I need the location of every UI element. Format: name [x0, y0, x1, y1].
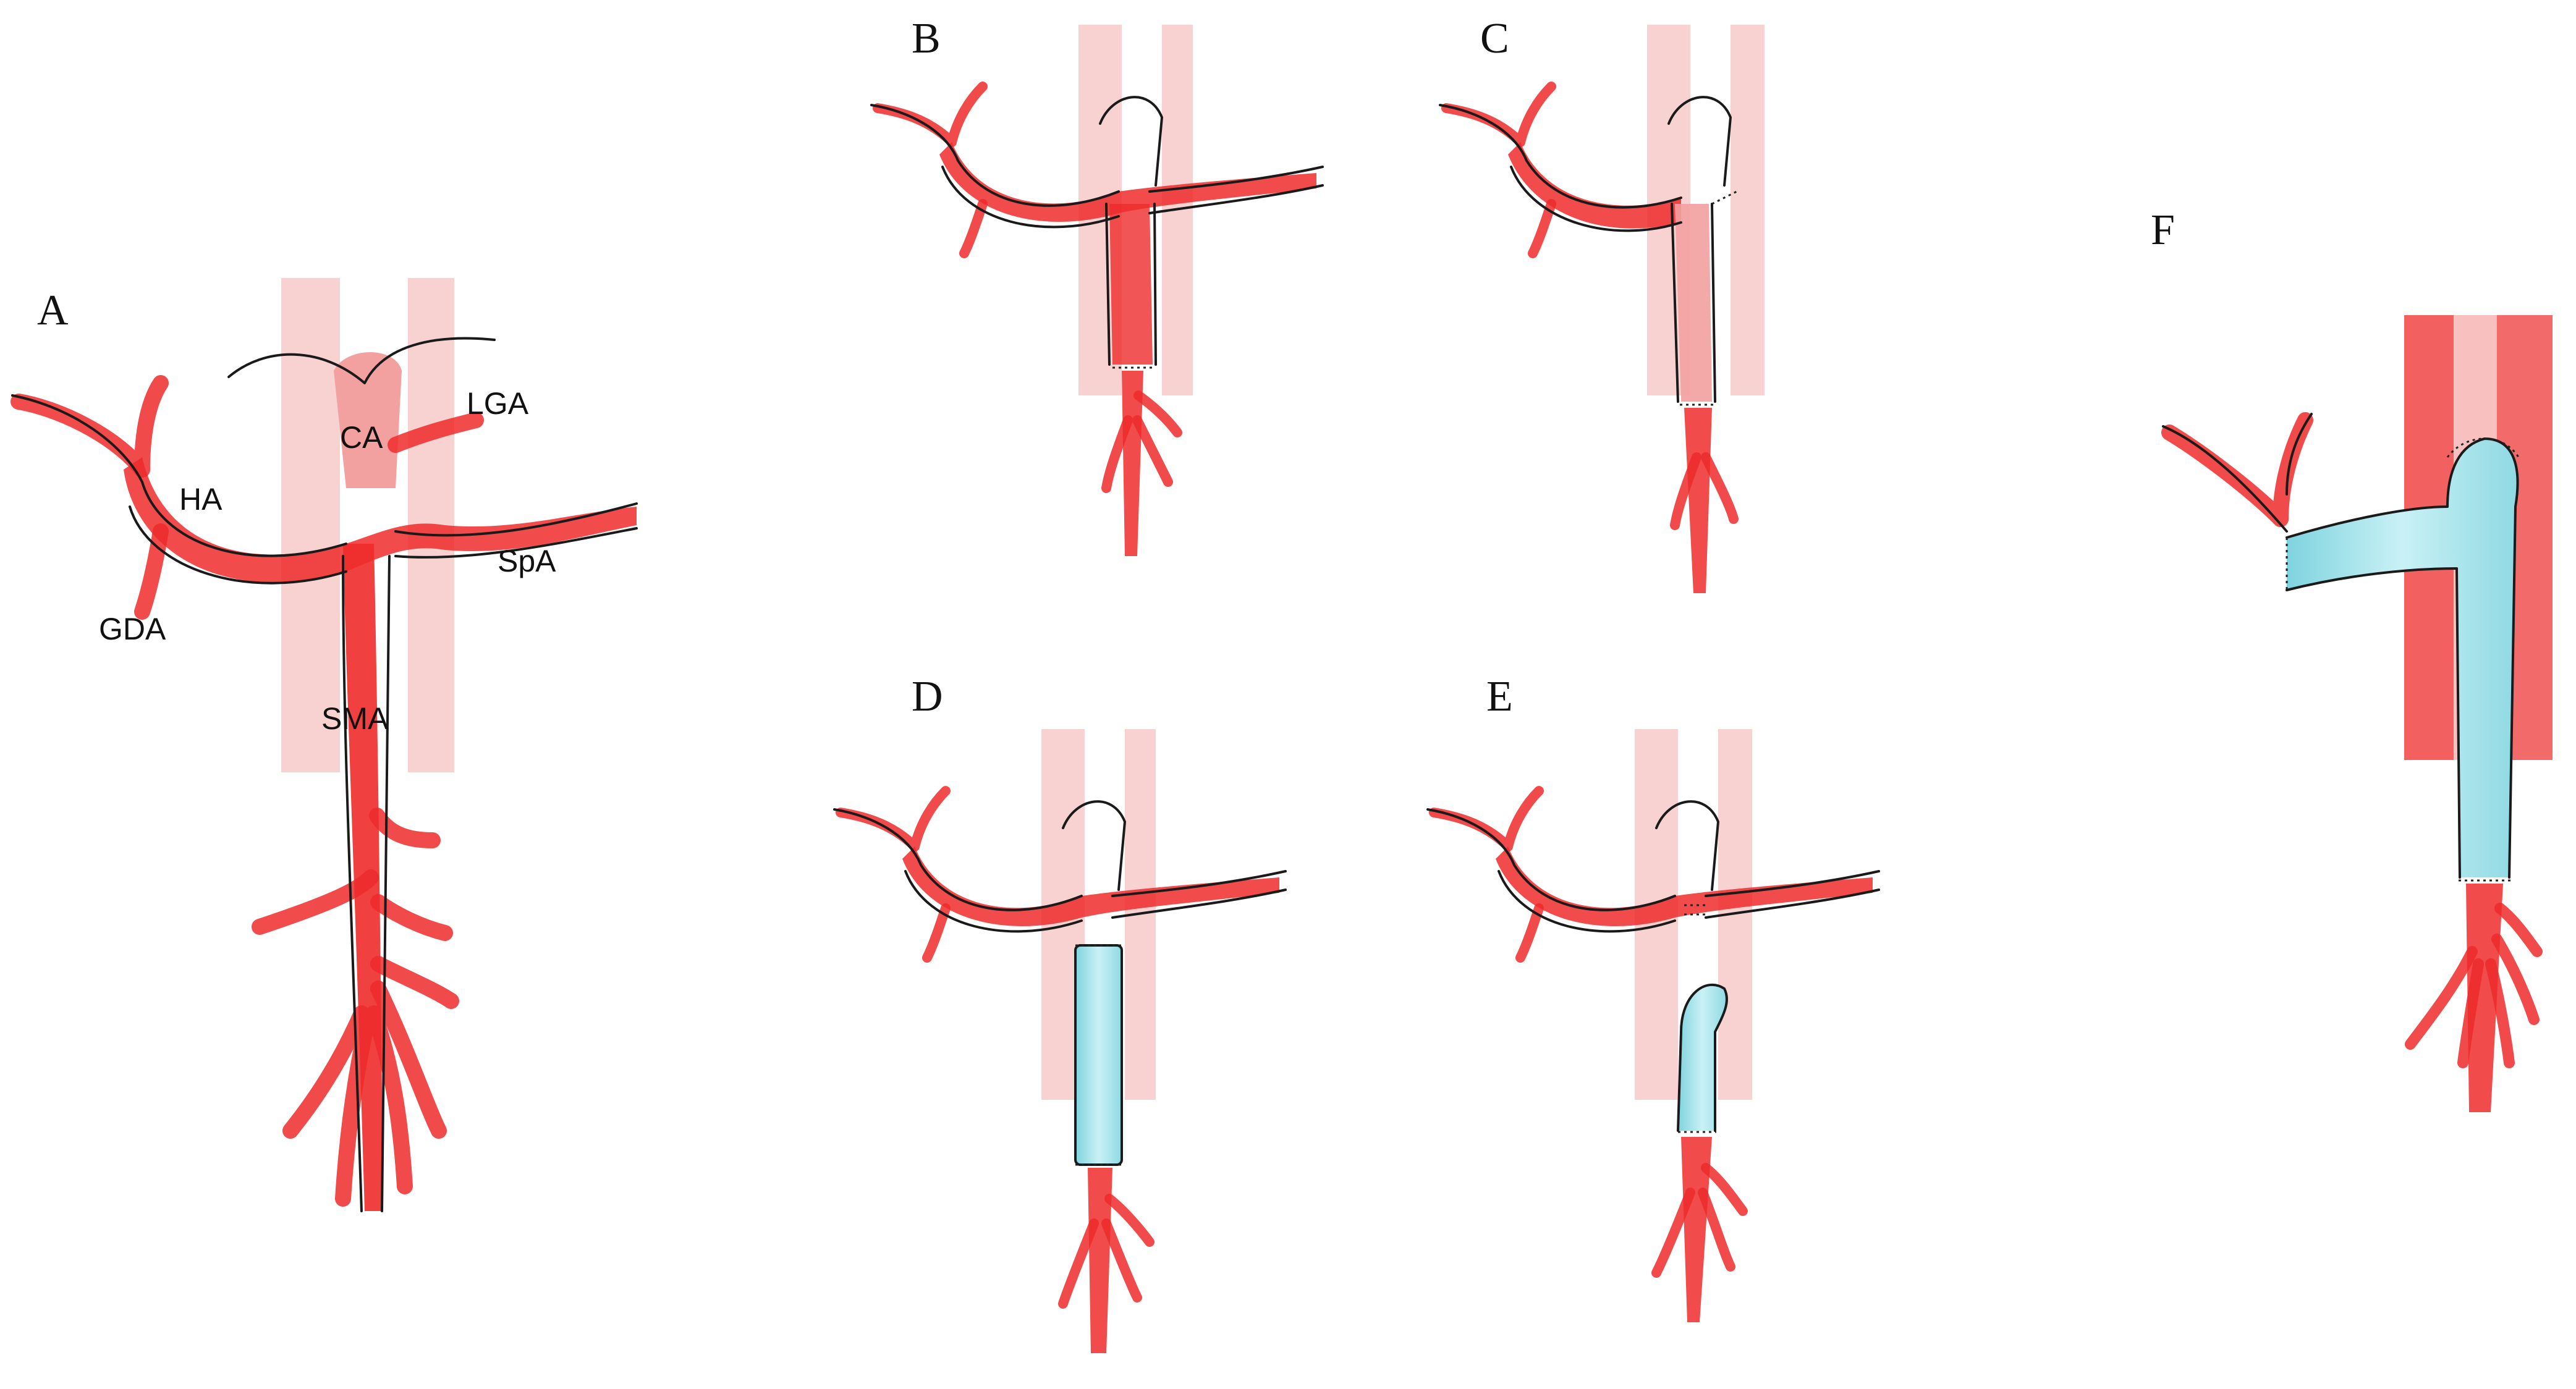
panel-letter-c: C — [1480, 15, 1509, 62]
panel-d: D — [833, 673, 1287, 1353]
aorta-band — [1731, 25, 1765, 395]
panel-f: F — [2151, 206, 2553, 1112]
label-spa: SpA — [498, 544, 556, 578]
celiac-trunk — [334, 352, 402, 488]
sma-distal — [1088, 1168, 1112, 1353]
ligated-stump — [1684, 904, 1709, 916]
sma-trunk — [1675, 204, 1712, 402]
sma-distal — [1684, 408, 1712, 593]
panel-letter-b: B — [912, 15, 941, 62]
panel-letter-d: D — [912, 673, 943, 720]
panel-e: E — [1426, 673, 1880, 1322]
label-sma: SMA — [321, 701, 389, 736]
label-gda: GDA — [99, 612, 166, 646]
panel-a: A CA LGA HA SpA GDA SMA — [11, 278, 638, 1212]
label-ca: CA — [340, 420, 383, 455]
panel-c: C — [1439, 15, 1765, 593]
label-ha: HA — [179, 482, 222, 517]
aorta-band — [281, 278, 340, 772]
panel-b: B — [870, 15, 1324, 556]
panel-letter-a: A — [37, 287, 69, 334]
hepatic-splenic-arc — [124, 457, 637, 583]
sma-trunk — [1109, 204, 1153, 365]
panel-letter-e: E — [1486, 673, 1513, 720]
sma-branches — [252, 808, 459, 1207]
hepatic-splenic-arc — [902, 846, 1279, 927]
label-lga: LGA — [467, 386, 529, 421]
panel-letter-f: F — [2151, 206, 2175, 254]
sma-distal — [1681, 1137, 1712, 1322]
graft — [1075, 945, 1122, 1165]
graft — [2287, 439, 2518, 877]
